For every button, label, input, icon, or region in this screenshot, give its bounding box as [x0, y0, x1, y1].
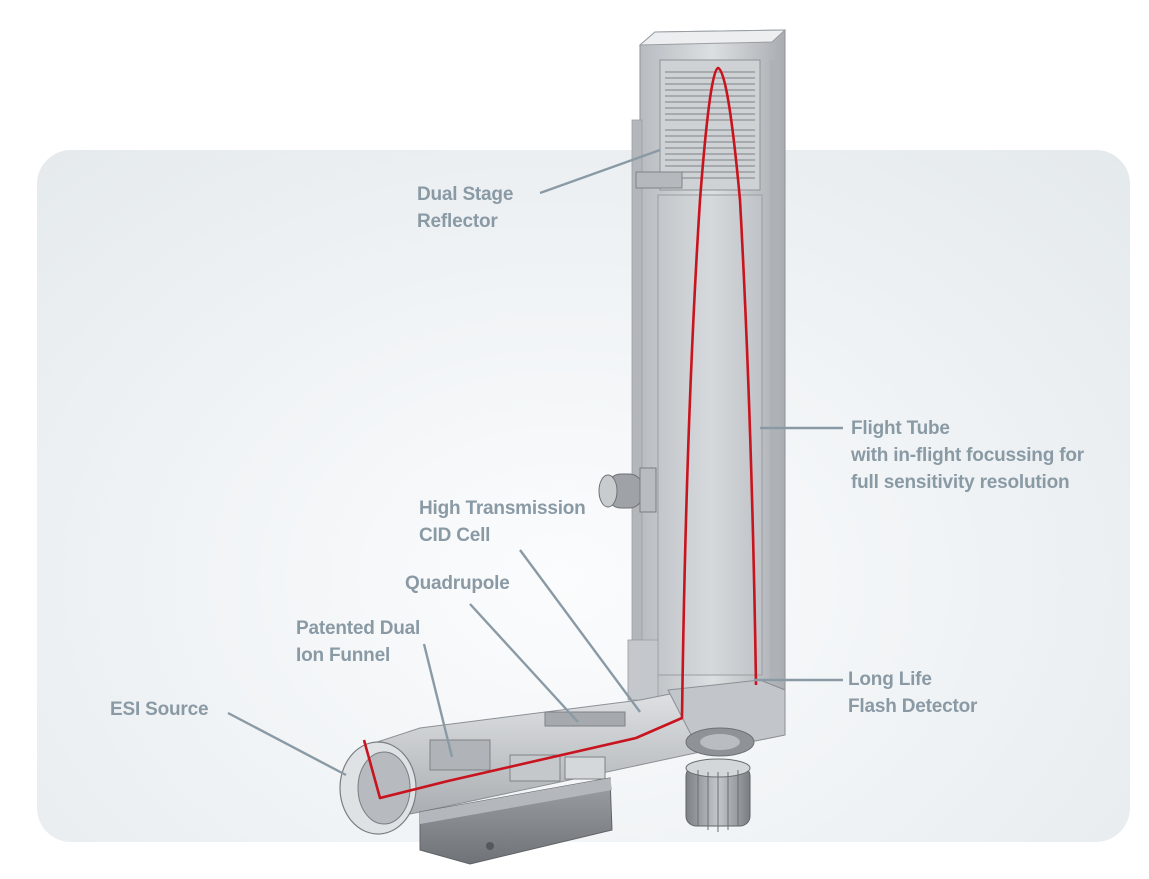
label-cid-cell: High Transmission CID Cell [419, 495, 586, 549]
reflector-flange [635, 171, 683, 189]
label-ion-funnel: Patented Dual Ion Funnel [296, 615, 420, 669]
label-dual-stage-reflector: Dual Stage Reflector [417, 181, 513, 235]
ion-path [362, 66, 758, 800]
motor-block [419, 777, 613, 865]
flight-tube-body [627, 29, 787, 701]
label-line: ESI Source [110, 699, 209, 720]
label-line: Ion Funnel [296, 645, 391, 666]
leader-quadrupole [469, 603, 579, 723]
label-line: High Transmission [419, 498, 586, 519]
leader-dual-stage-reflector [539, 148, 661, 195]
leader-ion-funnel [422, 643, 454, 758]
label-line: Quadrupole [405, 573, 510, 594]
label-line: Long Life [848, 669, 932, 690]
label-flight-tube: Flight Tube with in-flight focussing for… [851, 415, 1084, 496]
label-line: Patented Dual [296, 618, 421, 639]
label-line: with in-flight focussing for [851, 445, 1084, 466]
label-line: Dual Stage [417, 184, 514, 205]
label-quadrupole: Quadrupole [405, 570, 510, 597]
label-line: CID Cell [419, 525, 491, 546]
label-detector: Long Life Flash Detector [848, 666, 977, 720]
callout-leader-lines [227, 148, 843, 777]
side-port [598, 467, 657, 513]
label-line: Flight Tube [851, 418, 950, 439]
label-line: Flash Detector [848, 696, 978, 717]
label-esi-source: ESI Source [110, 696, 209, 723]
leader-cid-cell [519, 549, 641, 713]
label-line: full sensitivity resolution [851, 472, 1070, 493]
label-line: Reflector [417, 211, 498, 232]
turbo-pump [685, 758, 751, 832]
leader-esi-source [227, 711, 347, 777]
